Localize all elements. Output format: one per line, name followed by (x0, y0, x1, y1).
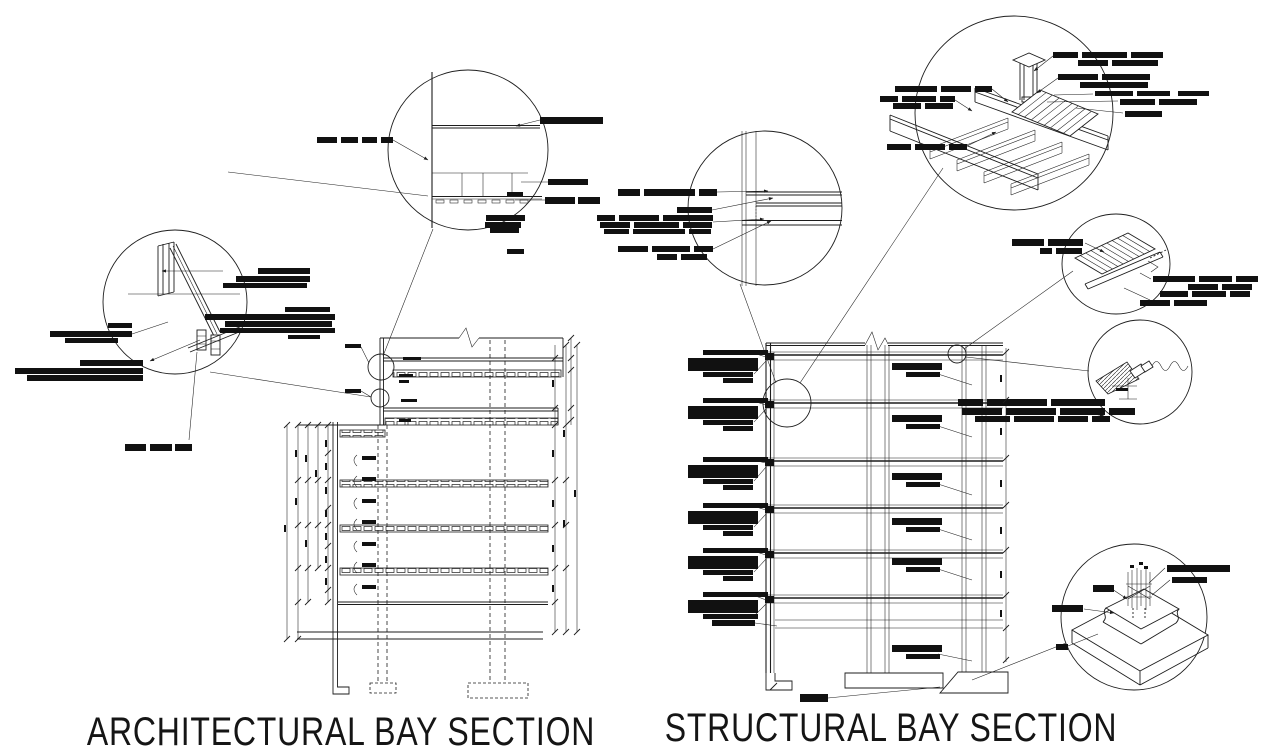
dimension-lines-left (286, 425, 329, 639)
detail-reference-circle (370, 388, 390, 408)
support-beam (1084, 251, 1164, 290)
floor-deck (339, 429, 386, 438)
detail-bubble-suspended-ceiling (227, 69, 549, 231)
structural-bay-section (762, 331, 1009, 694)
anchor-bolts-column (1126, 562, 1152, 620)
beam-wall-connections (765, 353, 774, 603)
ground-line (297, 631, 543, 640)
detail-bubble-steel-framing-isometric (889, 15, 1124, 211)
floor-deck (339, 567, 549, 576)
column (1019, 62, 1038, 100)
dimension-lines-right (554, 338, 578, 632)
architectural-section-title: ARCHITECTURAL BAY SECTION (87, 709, 595, 753)
leader-lines (209, 167, 1090, 699)
detail-bubble-foundation (1060, 543, 1209, 691)
column-centerlines (377, 340, 506, 683)
detail-bubble-deck-edge (1071, 319, 1193, 425)
floor-deck (339, 479, 549, 488)
girder (889, 114, 1039, 191)
dimension-ticks (283, 334, 1010, 664)
wall-footing (332, 680, 350, 695)
metal-deck (1011, 89, 1099, 137)
columns (866, 345, 987, 673)
floor-beams (766, 351, 1003, 604)
redacted-annotations (15, 52, 1258, 702)
floor-deck (384, 417, 559, 426)
footing-dashed (467, 682, 529, 699)
grade-beams (775, 619, 1003, 629)
footing-dashed (369, 682, 397, 694)
detail-reference-circle (947, 344, 967, 364)
hatched-slab (1095, 361, 1140, 395)
structural-section-title: STRUCTURAL BAY SECTION (665, 705, 1118, 750)
break-symbol (458, 327, 480, 348)
joists (929, 117, 1090, 196)
middle-footing (844, 672, 944, 689)
break-symbol (864, 331, 889, 351)
floor-deck (392, 369, 562, 378)
deck-ribs (1080, 235, 1150, 272)
cap-plate (1011, 52, 1047, 68)
detail-reference-circle (367, 353, 395, 381)
floor-deck (339, 524, 549, 533)
right-footing (939, 671, 1009, 694)
detail-bubble-metal-deck (1061, 213, 1171, 315)
brace-annotations (353, 454, 358, 596)
break-wave-line (1151, 361, 1189, 371)
deck-ribs (1017, 92, 1092, 134)
micro-text-marks (284, 344, 1128, 617)
ceiling-channels (435, 199, 529, 204)
wall-footing (765, 673, 793, 691)
architectural-bay-section (286, 327, 578, 699)
